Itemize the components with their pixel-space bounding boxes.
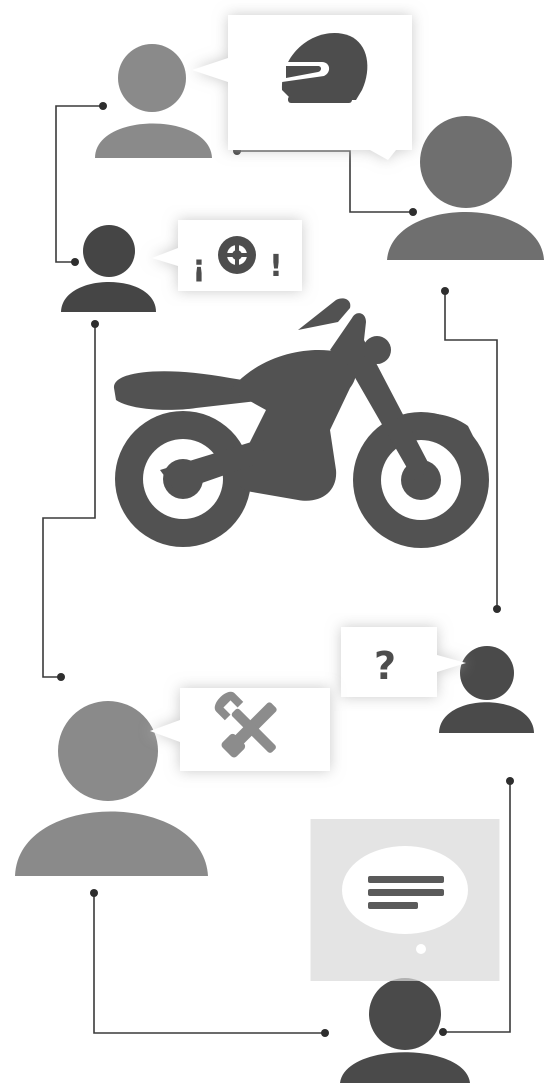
connector-middle-left-to-large-left [43, 324, 95, 677]
person-top-left [95, 44, 212, 158]
tire-right-mark: ! [269, 249, 283, 284]
person-lower-right [439, 646, 534, 733]
person-middle-left [61, 225, 156, 312]
tire-icon [218, 236, 256, 274]
question-icon: ? [374, 644, 396, 688]
bubble-message [342, 846, 468, 954]
person-bottom-right [340, 978, 470, 1083]
bubble-question [341, 627, 466, 697]
tire-left-mark: ¡ [192, 249, 206, 284]
connector-top-left-to-top-right [237, 151, 413, 212]
connector-large-left-to-bottom-right [94, 893, 325, 1033]
motorcycle-icon [114, 298, 489, 548]
